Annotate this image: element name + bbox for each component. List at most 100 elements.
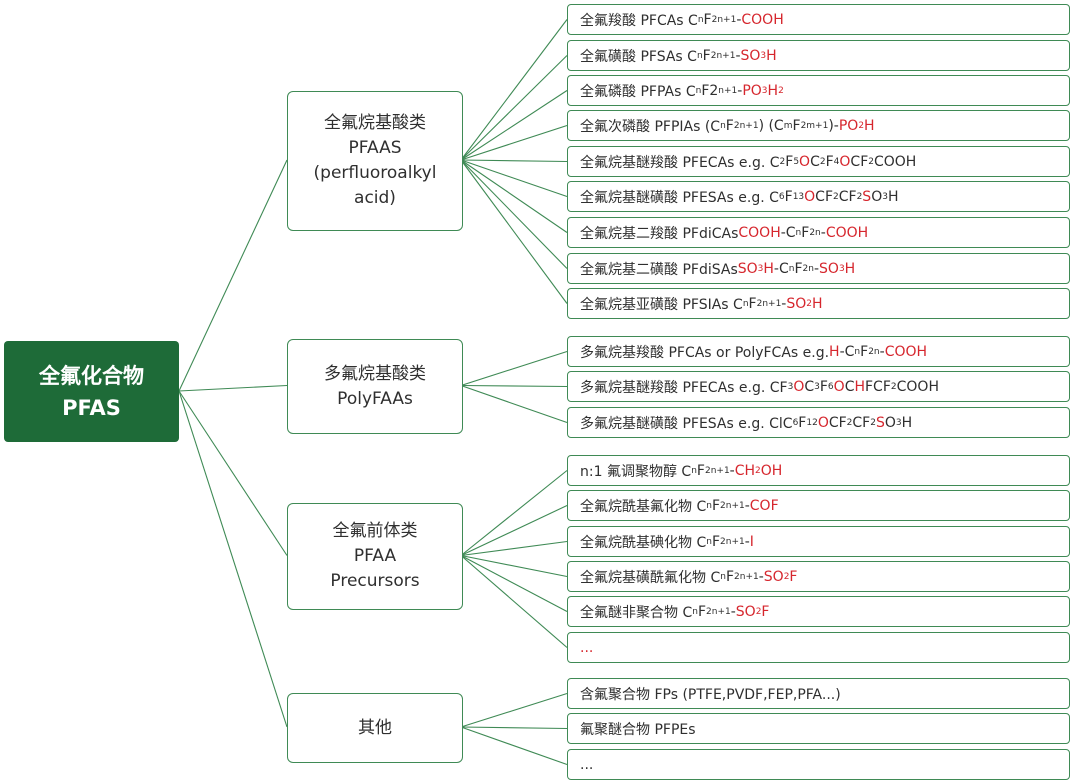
formula-text: F [860,343,869,360]
highlight-text: OH [760,462,783,479]
highlight-text: H [829,343,840,360]
formula-text: 含氟聚合物 FPs (PTFE,PVDF,FEP,PFA...) [580,686,841,703]
category-node-pfaas[interactable]: 全氟烷基酸类 PFAAS (perfluoroalkyl acid) [287,91,463,231]
category-to-leaf-line [460,470,568,556]
formula-text: 多氟烷基羧酸 PFCAs or PolyFCAs e.g. [580,344,830,361]
highlight-text: SO [735,603,756,620]
formula-text: n:1 氟调聚物醇 C [580,463,692,480]
formula-text: H [887,188,899,205]
highlight-text: COF [749,497,779,514]
formula-text: 全氟次磷酸 PFPIAs (C [580,118,721,135]
formula-text: COOH [896,378,939,395]
category-to-leaf-line [460,726,568,730]
formula-text: 全氟烷酰基碘化物 C [580,534,707,551]
formula-text: F [703,11,712,28]
category-line: 其他 [358,717,392,738]
formula-text: CF [850,153,869,170]
highlight-text: S [862,188,872,205]
formula-text: F [825,153,834,170]
leaf-node-others[interactable]: 含氟聚合物 FPs (PTFE,PVDF,FEP,PFA...) [567,678,1070,709]
highlight-text: S [875,414,885,431]
formula-text: - [820,224,826,241]
formula-text: 全氟烷基二羧酸 PFdiCAs [580,225,739,242]
leaf-node-others[interactable]: 氟聚醚合物 PFPEs [567,713,1070,744]
formula-text: -C [839,343,855,360]
highlight-text: ... [580,639,594,656]
category-node-precursors[interactable]: 全氟前体类 PFAA Precursors [287,503,463,610]
root-to-category-line [178,384,288,392]
formula-text: CF [838,188,857,205]
formula-text: - [735,47,741,64]
highlight-text: PO [742,82,762,99]
formula-text: CF [852,414,871,431]
highlight-text: COOH [741,11,784,28]
formula-text: - [758,568,764,585]
formula-text: F [792,117,801,134]
highlight-text: CH [734,462,756,479]
formula-text: - [730,603,736,620]
category-line: (perfluoroalkyl [313,163,437,183]
formula-text: F [711,533,721,550]
highlight-text: SO [819,260,839,277]
formula-text: 全氟醚非聚合物 C [580,604,693,621]
formula-text: - [737,82,743,99]
category-line: 全氟烷基酸类 [324,113,426,133]
formula-text: F [784,188,793,205]
category-to-leaf-line [460,555,568,612]
category-to-leaf-line [460,159,568,233]
category-node-others[interactable]: 其他 [287,693,463,763]
formula-text: 全氟烷酰基氟化物 C [580,498,707,515]
formula-text: O [871,188,883,205]
category-to-leaf-line [460,540,568,557]
formula-text: CF [815,188,833,205]
formula-text: F [785,153,794,170]
highlight-text: PO [838,117,859,134]
formula-text: F [725,117,734,134]
formula-text: - [744,533,750,550]
formula-text: - [736,11,742,28]
formula-text: H [901,414,913,431]
leaf-node-others[interactable]: ... [567,749,1070,780]
category-to-leaf-line [460,554,568,578]
formula-text: F [798,414,807,431]
category-to-leaf-line [460,726,568,766]
formula-text: F [725,568,735,585]
formula-text: F [801,224,810,241]
category-line: PFAAS [348,138,402,158]
root-node-pfas[interactable]: 全氟化合物 PFAS [4,341,179,442]
root-to-category-line [178,390,288,556]
formula-text: 全氟烷基亚磺酸 PFSIAs C [580,296,743,313]
formula-text: - [781,295,787,312]
formula-text: 全氟烷基醚羧酸 PFECAs e.g. C [580,154,780,171]
highlight-text: H [763,260,774,277]
root-to-category-line [178,390,288,728]
highlight-text: COOH [884,343,928,360]
highlight-text: SO [737,260,758,277]
category-to-leaf-line [460,159,568,304]
highlight-text: SO [763,568,784,585]
category-to-leaf-line [460,19,568,161]
leaf-node-precursors[interactable]: ... [567,632,1070,663]
category-node-polyfaas[interactable]: 多氟烷基酸类 PolyFAAs [287,339,463,434]
highlight-text: F [761,603,770,620]
formula-text: - [813,260,820,277]
category-line: Precursors [330,571,420,591]
category-line: PolyFAAs [337,388,413,409]
